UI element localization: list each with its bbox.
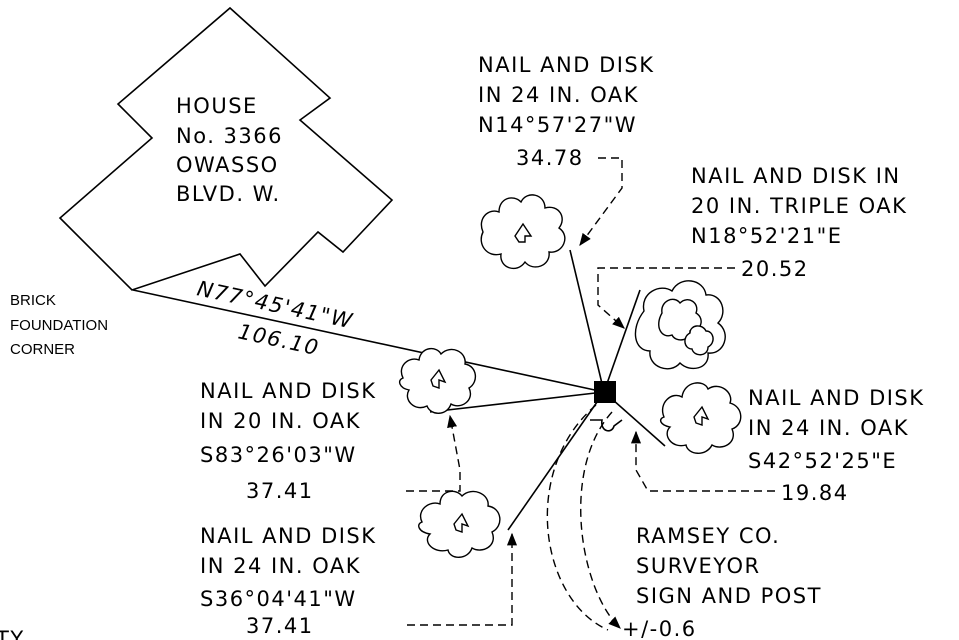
leader-north	[579, 157, 623, 247]
sign-distance: +/-0.6	[622, 617, 697, 640]
tie-west-line2: IN 20 IN. OAK	[200, 409, 361, 433]
tie-southwest-distance: 37.41	[246, 614, 314, 638]
sign-label-line2: SURVEYOR	[636, 554, 761, 578]
tie-triple-line1: NAIL AND DISK IN	[691, 164, 901, 188]
tie-southeast-line1: NAIL AND DISK	[748, 386, 925, 410]
tie-north-line1: NAIL AND DISK	[478, 53, 655, 77]
leader-sign-inner	[580, 411, 621, 629]
tie-west-line1: NAIL AND DISK	[200, 379, 377, 403]
tie-southwest-bearing: S36°04'41"W	[200, 587, 357, 611]
leader-southeast	[630, 430, 775, 492]
brick-label-line2: FOUNDATION	[10, 317, 108, 334]
house-label-line2: No. 3366	[176, 124, 283, 148]
tie-triple-bearing: N18°52'21"E	[691, 224, 843, 248]
tie-north-line2: IN 24 IN. OAK	[478, 83, 639, 107]
tie-southwest-line1: NAIL AND DISK	[200, 524, 377, 548]
tree-icon-southeast	[659, 382, 742, 454]
tie-west-bearing: S83°26'03"W	[200, 443, 357, 467]
tie-triple-line2: 20 IN. TRIPLE OAK	[691, 194, 907, 218]
house-label-line1: HOUSE	[176, 94, 258, 118]
sign-post-icon	[590, 419, 623, 432]
main-bearing: N77°45'41"W	[195, 276, 356, 333]
tie-line-northeast	[603, 289, 641, 393]
tree-icon-north	[480, 194, 566, 270]
tie-line-southwest	[507, 391, 605, 531]
leader-triple-oak	[597, 267, 735, 329]
main-tie-line	[132, 289, 605, 393]
sign-label-line3: SIGN AND POST	[636, 584, 822, 608]
brick-label-line3: CORNER	[10, 341, 75, 358]
edge-fragment-text: TY	[0, 627, 25, 640]
tie-southeast-line2: IN 24 IN. OAK	[748, 416, 909, 440]
house-label-line3: OWASSO	[176, 153, 279, 177]
brick-label-line1: BRICK	[10, 292, 56, 309]
leader-sign-outer	[546, 404, 609, 631]
tie-line-north	[569, 249, 605, 393]
tree-icon-southwest	[418, 490, 501, 558]
house-outline	[58, 6, 394, 291]
leader-southwest	[407, 532, 518, 626]
tie-north-bearing: N14°57'27"W	[478, 113, 637, 137]
leader-west	[406, 414, 461, 492]
tie-southeast-bearing: S42°52'25"E	[748, 449, 897, 473]
tie-southwest-line2: IN 24 IN. OAK	[200, 554, 361, 578]
house-label-line4: BLVD. W.	[176, 182, 281, 206]
tie-line-west	[429, 391, 605, 413]
tie-southeast-distance: 19.84	[781, 481, 849, 505]
tie-triple-distance: 20.52	[741, 257, 809, 281]
sign-label-line1: RAMSEY CO.	[636, 524, 780, 548]
main-distance: 106.10	[236, 319, 322, 360]
tie-north-distance: 34.78	[516, 146, 584, 170]
control-point-marker	[594, 381, 616, 403]
tree-icon-west	[398, 347, 476, 414]
tree-icon-triple-oak	[634, 280, 726, 370]
tie-west-distance: 37.41	[246, 479, 314, 503]
